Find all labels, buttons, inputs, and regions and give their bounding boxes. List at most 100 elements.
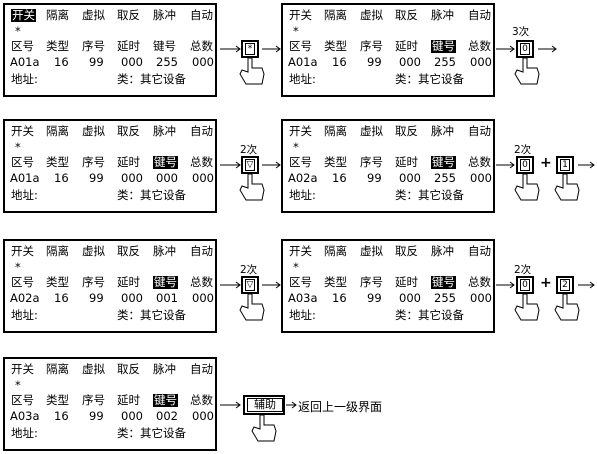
star-key[interactable]: * — [241, 40, 259, 58]
field-value: 255 — [434, 291, 456, 305]
pressing-hand-icon — [239, 57, 265, 85]
down-key-label: ▽ — [245, 279, 255, 291]
field-header: 延时 — [395, 155, 418, 169]
field-header: 延时 — [117, 393, 140, 407]
field-value: 000 — [470, 171, 492, 185]
menu-item: 开关 — [289, 8, 312, 22]
menu-item: 自动 — [468, 124, 491, 138]
field-header: 键号 — [153, 39, 176, 53]
field-value: 16 — [54, 291, 69, 305]
field-value: 255 — [434, 171, 456, 185]
class-label: 类：其它设备 — [395, 308, 464, 322]
field-value: 99 — [89, 409, 104, 423]
aux-key[interactable]: 辅助 — [243, 395, 285, 415]
field-header: 总数 — [190, 155, 213, 169]
field-header: 序号 — [360, 39, 383, 53]
field-header: 延时 — [395, 275, 418, 289]
field-value: 000 — [121, 171, 143, 185]
pressing-hand-icon — [554, 173, 580, 201]
star-key-label: * — [245, 43, 255, 55]
down-key-1[interactable]: ▽ — [241, 156, 259, 174]
field-value: 99 — [367, 55, 382, 69]
field-value: A02a — [288, 171, 318, 185]
class-label: 类：其它设备 — [117, 72, 186, 86]
arrow-to-zero-key — [496, 45, 515, 53]
zero-key-1[interactable]: 0 — [516, 40, 534, 58]
arrow-to-down-key-1 — [220, 161, 241, 169]
menu-item: 脉冲 — [153, 8, 176, 22]
field-value: 000 — [192, 55, 214, 69]
field-header: 区号 — [289, 275, 312, 289]
zero-key-label: 0 — [520, 159, 530, 171]
one-key[interactable]: 1 — [556, 156, 574, 174]
field-value: A01a — [10, 55, 40, 69]
down-key-2[interactable]: ▽ — [241, 276, 259, 294]
zero-key-3[interactable]: 0 — [516, 276, 534, 294]
field-header: 延时 — [395, 39, 418, 53]
arrow-to-screen-4 — [262, 161, 281, 169]
field-value: A01a — [10, 171, 40, 185]
menu-item: 脉冲 — [431, 124, 454, 138]
two-key[interactable]: 2 — [556, 276, 574, 294]
field-value: 000 — [192, 291, 214, 305]
menu-item: 隔离 — [324, 8, 347, 22]
address-label: 地址: — [289, 308, 316, 322]
field-header: 总数 — [468, 275, 491, 289]
field-header: 总数 — [190, 39, 213, 53]
menu-item: 取反 — [117, 362, 140, 376]
field-header: 类型 — [46, 275, 69, 289]
zero-key-label: 0 — [520, 43, 530, 55]
menu-item: 开关 — [11, 362, 34, 376]
pressing-hand-icon — [239, 173, 265, 201]
pressing-hand-icon — [514, 57, 540, 85]
field-header: 序号 — [82, 155, 105, 169]
menu-item: 隔离 — [46, 124, 69, 138]
field-value: 000 — [121, 55, 143, 69]
menu-item: 取反 — [395, 8, 418, 22]
menu-item: 脉冲 — [431, 244, 454, 258]
pressing-hand-icon — [251, 414, 277, 442]
menu-item: 自动 — [190, 124, 213, 138]
pressing-hand-icon — [554, 293, 580, 321]
class-label: 类：其它设备 — [395, 72, 464, 86]
field-header: 延时 — [117, 275, 140, 289]
address-label: 地址: — [11, 72, 38, 86]
menu-item: 脉冲 — [153, 124, 176, 138]
field-value: 16 — [332, 171, 347, 185]
field-value: 001 — [156, 291, 178, 305]
field-header: 区号 — [11, 393, 34, 407]
menu-item: 取反 — [117, 8, 140, 22]
zero-key-2[interactable]: 0 — [516, 156, 534, 174]
menu-item: 开关 — [11, 8, 36, 22]
field-value: 99 — [367, 171, 382, 185]
menu-item: 取反 — [395, 124, 418, 138]
field-header: 总数 — [190, 275, 213, 289]
arrow-to-screen-2 — [262, 45, 281, 53]
field-value: 000 — [399, 55, 421, 69]
field-value: 000 — [399, 171, 421, 185]
field-value: 000 — [470, 291, 492, 305]
field-header: 延时 — [117, 155, 140, 169]
menu-item: 虚拟 — [360, 124, 383, 138]
field-value: 000 — [121, 409, 143, 423]
plus-sign-1: + — [540, 155, 552, 171]
return-caption: 返回上一级界面 — [298, 400, 383, 414]
menu-item: 开关 — [11, 124, 34, 138]
arrow-to-aux-key — [220, 401, 241, 409]
field-header: 类型 — [46, 393, 69, 407]
field-value: 000 — [470, 55, 492, 69]
aux-key-label: 辅助 — [247, 398, 283, 412]
field-header: 序号 — [360, 275, 383, 289]
field-value: 000 — [156, 171, 178, 185]
menu-item: 取反 — [117, 244, 140, 258]
address-label: 地址: — [11, 188, 38, 202]
field-value: 255 — [434, 55, 456, 69]
field-value: 002 — [156, 409, 178, 423]
menu-item: 虚拟 — [82, 244, 105, 258]
menu-item: 虚拟 — [360, 8, 383, 22]
field-header: 总数 — [468, 155, 491, 169]
field-value: 000 — [399, 291, 421, 305]
field-header: 类型 — [324, 39, 347, 53]
